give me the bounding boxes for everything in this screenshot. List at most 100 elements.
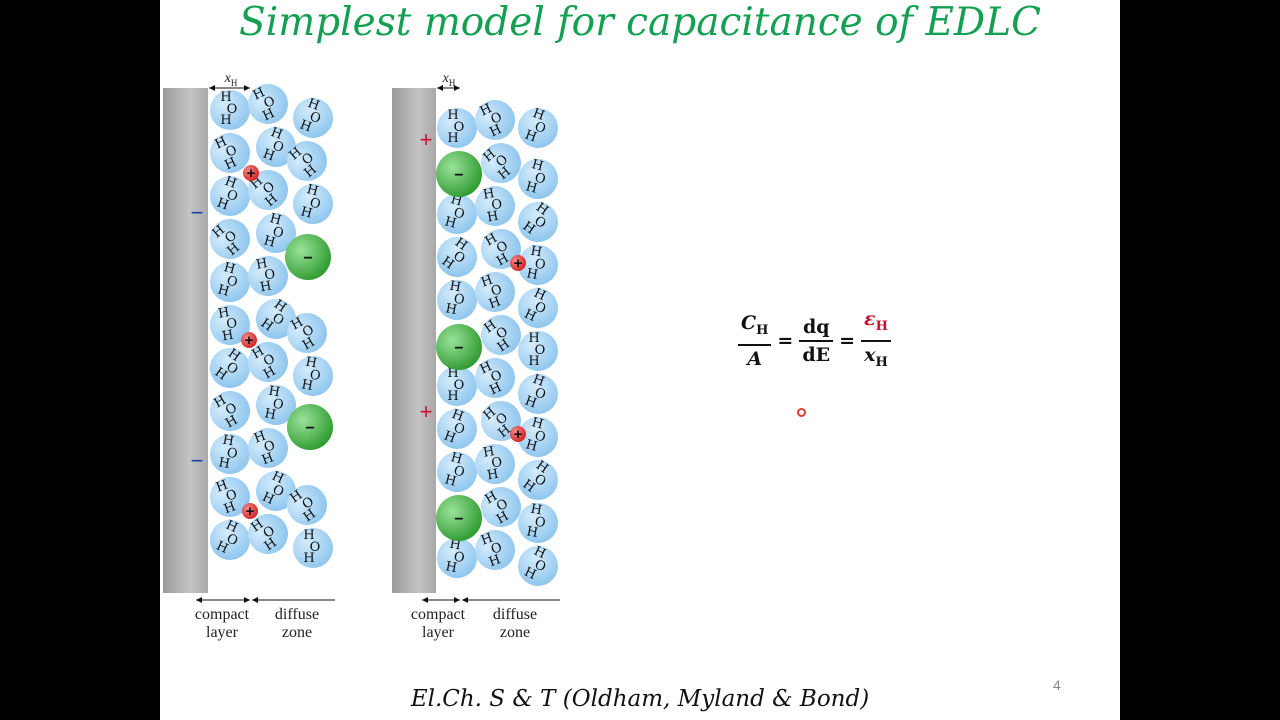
water-molecule: HOH [518, 544, 558, 586]
svg-text:H: H [304, 355, 318, 372]
svg-text:H: H [449, 450, 464, 467]
svg-text:O: O [452, 292, 465, 309]
svg-text:H: H [221, 433, 235, 450]
svg-text:O: O [454, 120, 465, 135]
svg-text:H: H [303, 528, 314, 543]
positive-charge-sign: + [419, 127, 433, 152]
water-molecule: HOH [248, 256, 288, 296]
svg-text:O: O [533, 515, 546, 532]
negative-charge-sign: − [190, 200, 204, 225]
svg-text:H: H [524, 179, 539, 196]
water-molecule: HOH [248, 514, 288, 554]
svg-text:−: − [454, 511, 463, 528]
water-molecule: HOH [518, 244, 558, 285]
xh-dimension-right [437, 85, 460, 91]
water-molecule: HOH [518, 331, 558, 371]
svg-text:−: − [454, 340, 463, 357]
svg-text:H: H [531, 106, 547, 124]
water-molecule: HOH [256, 297, 296, 339]
water-molecule: HOH [475, 358, 515, 398]
svg-text:H: H [267, 384, 281, 401]
citation: El.Ch. S & T (Oldham, Myland & Bond) [410, 686, 870, 712]
water-molecule: HOH [437, 407, 477, 449]
svg-text:H: H [262, 233, 277, 250]
svg-text:H: H [525, 524, 539, 541]
water-molecule: HOH [256, 211, 296, 253]
svg-text:−: − [454, 167, 463, 184]
anion: − [436, 495, 482, 541]
cation: + [243, 165, 259, 182]
svg-text:H: H [523, 394, 539, 412]
svg-text:−: − [305, 420, 314, 437]
svg-text:H: H [443, 472, 458, 489]
water-molecule: HOH [518, 200, 558, 242]
water-molecule: HOH [437, 366, 477, 406]
water-molecule: HOH [210, 174, 250, 216]
water-molecule: HOH [248, 170, 288, 210]
svg-text:H: H [222, 260, 237, 277]
anion: − [436, 151, 482, 197]
cation: + [510, 255, 526, 272]
water-molecule: HOH [437, 235, 477, 277]
svg-text:H: H [303, 551, 314, 566]
svg-text:O: O [308, 195, 322, 212]
cation: + [510, 426, 526, 443]
svg-text:O: O [271, 397, 284, 414]
svg-text:O: O [452, 463, 466, 480]
svg-text:H: H [255, 256, 269, 273]
water-molecule: HOH [437, 537, 477, 578]
svg-text:H: H [479, 273, 495, 291]
svg-text:O: O [489, 282, 504, 300]
water-molecule: HOH [256, 469, 296, 511]
svg-text:O: O [225, 446, 238, 463]
svg-text:O: O [532, 119, 547, 137]
svg-text:H: H [529, 244, 543, 261]
svg-text:H: H [528, 354, 539, 369]
xh-label-left: xH [224, 71, 238, 88]
water-molecule: HOH [293, 355, 333, 396]
water-molecule: HOH [481, 315, 521, 355]
svg-text:O: O [224, 187, 239, 205]
water-molecule: HOH [210, 346, 250, 388]
page-number: 4 [1053, 677, 1061, 693]
water-molecule: HOH [210, 518, 250, 560]
zone-arrows-right [422, 597, 560, 603]
svg-text:H: H [298, 118, 314, 136]
water-molecule: HOH [518, 286, 558, 328]
svg-text:H: H [447, 131, 458, 146]
svg-text:H: H [447, 389, 458, 404]
water-molecule: HOH [518, 415, 558, 457]
svg-text:H: H [479, 531, 495, 549]
svg-text:H: H [530, 415, 545, 432]
svg-text:H: H [268, 211, 283, 228]
water-molecule: HOH [475, 444, 515, 484]
svg-text:H: H [482, 186, 496, 203]
svg-text:H: H [216, 282, 231, 299]
svg-text:H: H [299, 204, 314, 221]
svg-text:O: O [490, 455, 503, 472]
anion: − [285, 234, 331, 280]
svg-text:O: O [533, 170, 547, 187]
svg-text:H: H [448, 279, 462, 296]
water-molecule: HOH [481, 229, 521, 269]
xh-label-right: xH [442, 71, 456, 88]
water-molecule: HOH [248, 342, 288, 382]
water-molecule: HOH [210, 260, 250, 302]
capacitance-formula: CH A = dq dE = εH xH [738, 306, 891, 376]
svg-text:O: O [307, 109, 322, 127]
svg-text:+: + [247, 165, 256, 182]
cation: + [242, 503, 258, 520]
water-molecule: HOH [518, 106, 558, 148]
water-molecule: HOH [437, 192, 477, 234]
svg-text:H: H [447, 108, 458, 123]
svg-text:O: O [533, 428, 547, 445]
svg-text:H: H [487, 294, 503, 312]
water-molecule: HOH [210, 90, 250, 130]
svg-text:H: H [263, 406, 277, 423]
svg-text:H: H [261, 147, 277, 165]
slide: Simplest model for capacitance of EDLC H… [160, 0, 1120, 720]
water-molecule: HOH [210, 477, 250, 517]
svg-text:+: + [514, 426, 523, 443]
